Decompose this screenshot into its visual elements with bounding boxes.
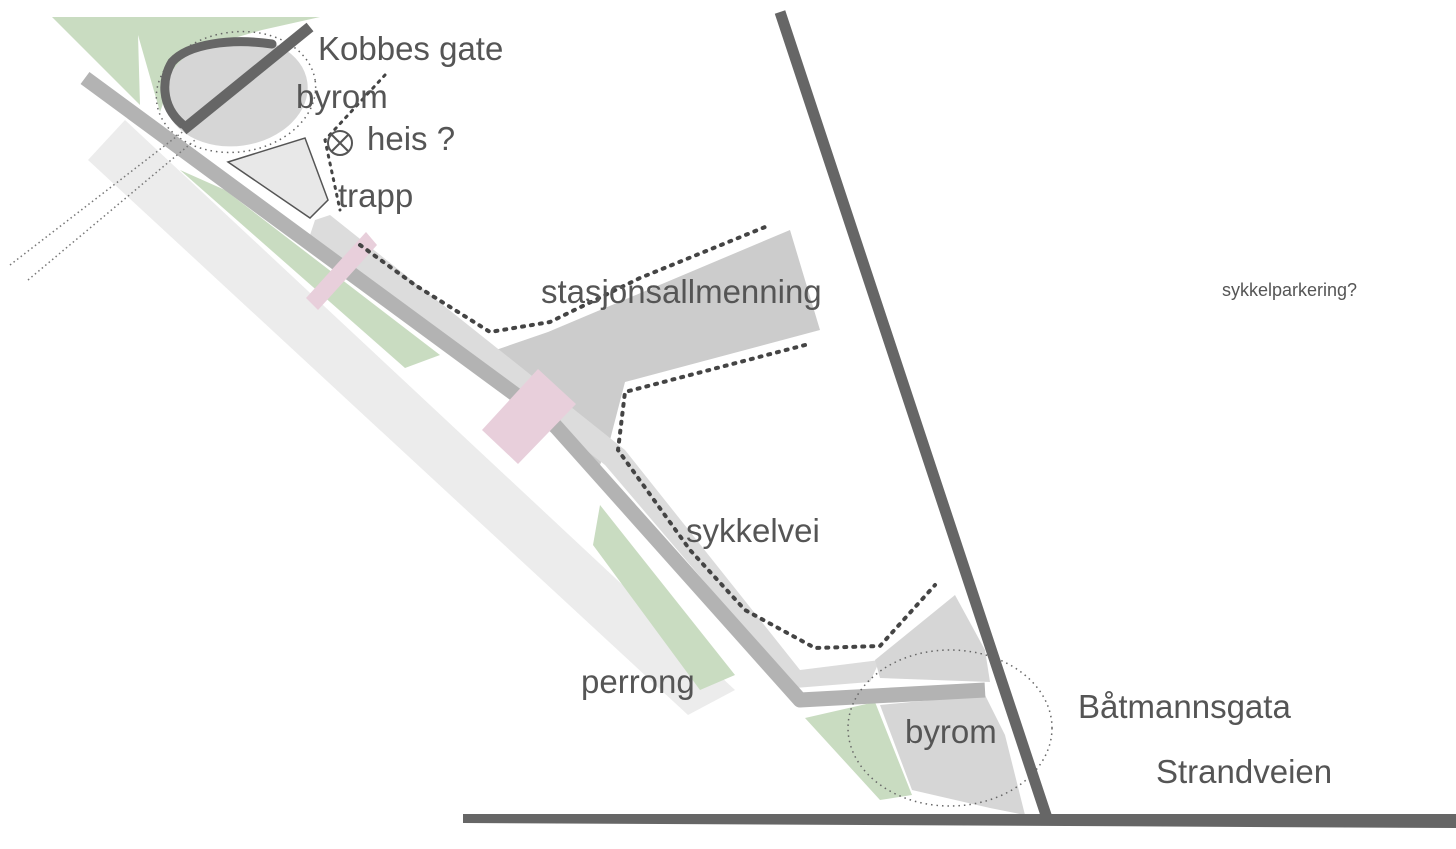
green-area-middle: [593, 505, 735, 690]
plaza-top-edge: [160, 37, 277, 129]
green-area-strip: [180, 170, 440, 368]
platform-area: [88, 120, 735, 715]
label-byrom-bottom: byrom: [905, 713, 997, 750]
green-area-top: [52, 17, 320, 112]
plaza-bottom-top: [875, 595, 990, 682]
road-kobbes-gate: [179, 22, 314, 135]
road-strandveien: [463, 814, 1456, 828]
label-sykkelvei: sykkelvei: [686, 512, 820, 549]
label-trapp: trapp: [338, 177, 414, 214]
dotted-line-left-2: [27, 139, 196, 281]
dotted-route-upper: [358, 223, 772, 335]
label-byrom-top: byrom: [296, 78, 388, 115]
label-stasjonsallmenning: stasjonsallmenning: [541, 273, 822, 310]
road-batmannsgata: [774, 10, 1053, 820]
dotted-line-left-1: [9, 129, 186, 266]
crossing-large: [482, 369, 576, 464]
cycle-path: [310, 215, 880, 688]
plaza-top-outline: [155, 30, 317, 154]
label-heis: heis ?: [367, 120, 456, 157]
label-sykkelparkering: sykkelparkering?: [1222, 280, 1358, 300]
label-strandveien: Strandveien: [1156, 753, 1333, 790]
label-perrong: perrong: [581, 663, 695, 700]
label-kobbes-gate: Kobbes gate: [318, 30, 504, 67]
stair-shape: [226, 137, 329, 219]
label-batmannsgata: Båtmannsgata: [1078, 688, 1291, 725]
rail-track: [80, 71, 986, 708]
dotted-route-heis: [323, 73, 387, 212]
plaza-bottom-right: [880, 695, 1025, 815]
plaza-bottom-outline: [847, 649, 1053, 807]
green-area-bottom: [805, 702, 912, 800]
circle-x-icon: [327, 130, 353, 156]
dotted-route-lower: [615, 343, 937, 651]
crossing-small: [306, 232, 377, 310]
